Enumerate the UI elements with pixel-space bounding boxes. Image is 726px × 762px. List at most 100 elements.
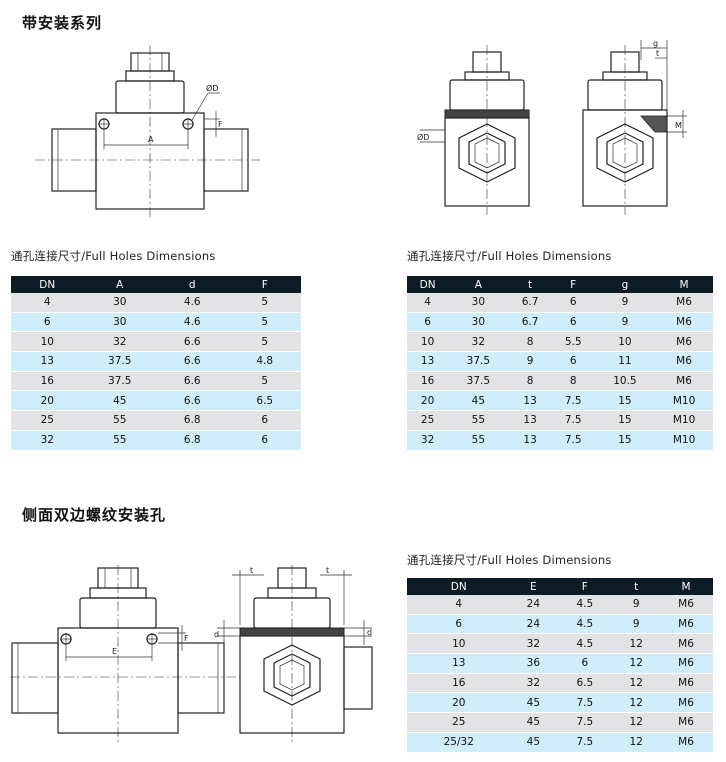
- table-cell: 6: [11, 312, 84, 333]
- column-header: DN: [407, 578, 511, 595]
- column-header: A: [83, 276, 156, 293]
- column-header: g: [594, 276, 656, 293]
- table-cell: 7.5: [556, 732, 614, 753]
- table-cell: 6.6: [156, 351, 229, 372]
- table-cell: 30: [448, 312, 509, 333]
- dim-label-M: M: [675, 121, 682, 130]
- table-cell: M6: [659, 595, 713, 615]
- drawing-side-view-double-thread: t t d d: [214, 565, 373, 745]
- table-cell: 9: [508, 351, 552, 372]
- column-header: A: [448, 276, 509, 293]
- table-cell: 12: [613, 633, 660, 655]
- table-cell: 5: [228, 293, 301, 313]
- dim-label-d-left: d: [214, 630, 219, 639]
- table-cell: 20: [407, 692, 511, 714]
- table-cell: 24: [510, 595, 557, 615]
- table-cell: 55: [83, 410, 156, 431]
- section2-title: 侧面双边螺纹安装孔: [22, 506, 167, 524]
- table-cell: 6.8: [156, 410, 229, 431]
- table-cell: 9: [594, 312, 656, 333]
- table-cell: 15: [594, 390, 656, 412]
- table-cell: 4.6: [156, 312, 229, 333]
- table-cell: M10: [655, 390, 713, 412]
- drawing-front-view-side-thread: E F: [10, 565, 240, 745]
- table-cell: 6: [407, 312, 449, 333]
- table-cell: 55: [83, 430, 156, 451]
- table-cell: 5: [228, 312, 301, 333]
- table-cell: 12: [613, 712, 660, 733]
- dim-label-t-left: t: [250, 566, 253, 575]
- table-cell: M6: [659, 653, 713, 674]
- table-cell: 12: [613, 653, 660, 674]
- column-header: t: [613, 578, 660, 595]
- table-cell: 32: [11, 430, 84, 451]
- table-cell: 4.5: [556, 633, 614, 655]
- table-cell: 32: [510, 633, 557, 655]
- table-cell: 12: [613, 692, 660, 714]
- table-cell: 25/32: [407, 732, 511, 753]
- table-cell: 9: [613, 614, 660, 635]
- table-cell: 4: [11, 293, 84, 313]
- table-cell: 32: [448, 331, 509, 353]
- table-cell: M6: [659, 633, 713, 655]
- column-header: d: [156, 276, 229, 293]
- table-cell: 6: [228, 410, 301, 431]
- table-cell: 36: [510, 653, 557, 674]
- table-cell: 37.5: [448, 371, 509, 392]
- table-cell: 5.5: [551, 331, 595, 353]
- dim-label-E: E: [112, 647, 117, 656]
- table-cell: 32: [83, 331, 156, 353]
- table-cell: 16: [11, 371, 84, 392]
- table-cell: 6.5: [556, 673, 614, 694]
- table-cell: 7.5: [556, 692, 614, 714]
- table-cell: 20: [407, 390, 449, 412]
- table-cell: 9: [613, 595, 660, 615]
- table-cell: 4.5: [556, 614, 614, 635]
- dim-label-phiD: ØD: [206, 83, 218, 93]
- column-header: E: [510, 578, 557, 595]
- table-cell: 16: [407, 371, 449, 392]
- table-cell: M6: [655, 351, 713, 372]
- table-cell: 7.5: [551, 430, 595, 451]
- table-cell: 4.5: [556, 595, 614, 615]
- table-cell: M6: [659, 673, 713, 694]
- table-cell: 6.8: [156, 430, 229, 451]
- table2-caption: 通孔连接尺寸/Full Holes Dimensions: [407, 249, 612, 263]
- table-cell: 10: [407, 331, 449, 353]
- drawing-front-view-mounting: A ØD F: [35, 45, 260, 220]
- table-cell: 10.5: [594, 371, 656, 392]
- dim-label-phiD-side: ØD: [417, 132, 429, 142]
- table-cell: 7.5: [556, 712, 614, 733]
- table-cell: 7.5: [551, 390, 595, 412]
- table-cell: 6.6: [156, 331, 229, 353]
- table-cell: 13: [407, 351, 449, 372]
- dim-label-A: A: [148, 135, 154, 144]
- table-cell: 45: [83, 390, 156, 412]
- drawing-side-views-thread: ØD g t M: [417, 39, 687, 215]
- table-cell: 4: [407, 293, 449, 313]
- column-header: DN: [407, 276, 449, 293]
- table-cell: 13: [508, 430, 552, 451]
- dim-label-F: F: [218, 120, 223, 129]
- table-cell: 13: [407, 653, 511, 674]
- table-cell: 5: [228, 371, 301, 392]
- table-cell: 13: [11, 351, 84, 372]
